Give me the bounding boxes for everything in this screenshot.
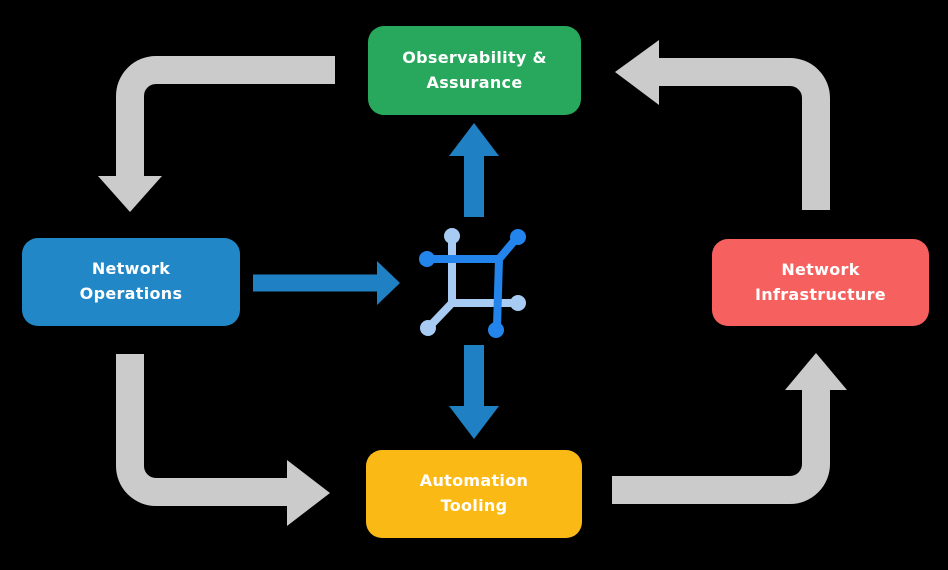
node-automation-tooling-label: Automation Tooling (419, 471, 529, 515)
icon-node (510, 229, 526, 245)
arrow-shaft (659, 58, 830, 210)
arrow-icon-to-automation (449, 345, 499, 439)
arrow-observability-to-operations (98, 56, 335, 212)
arrow-infrastructure-to-observability (615, 40, 830, 210)
arrow-shaft (116, 56, 335, 178)
arrow-shaft (116, 354, 287, 506)
node-network-infrastructure: Network Infrastructure (712, 239, 929, 326)
arrow-head-left (615, 40, 659, 105)
network-mesh-dark-nodes (419, 229, 526, 338)
arrow-head-down (98, 176, 162, 212)
arrow-head-up (449, 123, 499, 156)
network-mesh-light-nodes (420, 228, 526, 336)
arrow-automation-to-infrastructure (612, 353, 847, 504)
icon-node (444, 228, 460, 244)
node-network-operations-label: Network Operations (79, 259, 183, 303)
arrow-operations-to-automation (116, 354, 330, 526)
icon-node (488, 322, 504, 338)
node-network-operations: Network Operations (22, 238, 240, 326)
node-automation-tooling: Automation Tooling (366, 450, 582, 538)
arrow-head-up (785, 353, 847, 390)
arrow-head-down (449, 406, 499, 439)
arrow-operations-to-icon (253, 261, 400, 305)
node-network-infrastructure-label: Network Infrastructure (755, 259, 886, 304)
arrow-icon-to-observability (449, 123, 499, 217)
network-mesh-icon (419, 228, 526, 338)
node-observability-label: Observability & Assurance (402, 47, 547, 92)
network-mesh-dark-lines (427, 236, 519, 331)
arrow-head-right (287, 460, 330, 526)
icon-dark-path (427, 236, 519, 331)
node-observability: Observability & Assurance (368, 26, 581, 115)
icon-node (419, 251, 435, 267)
arrow-shaft (612, 390, 830, 504)
icon-node (510, 295, 526, 311)
arrow-head-right (377, 261, 400, 305)
icon-node (420, 320, 436, 336)
